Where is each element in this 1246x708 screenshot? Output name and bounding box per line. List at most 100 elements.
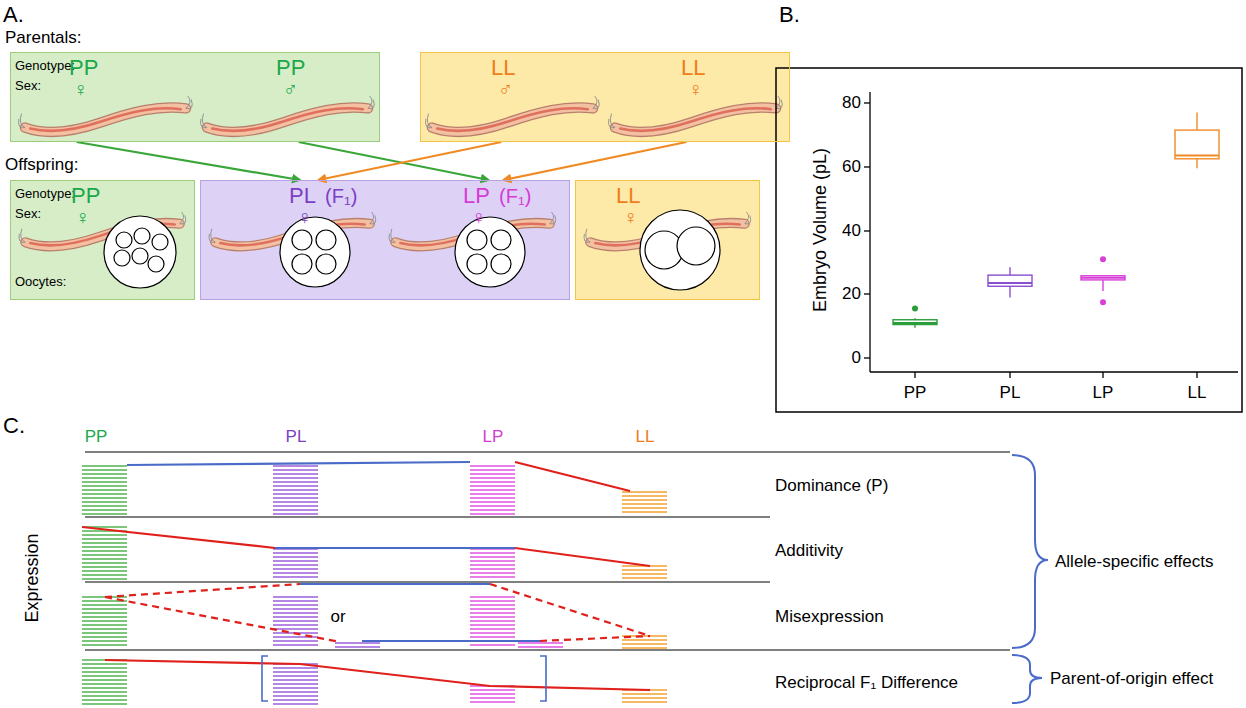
expression-stripe <box>82 513 127 514</box>
expression-stripe <box>622 507 667 508</box>
expression-stripe <box>273 568 318 569</box>
expression-stripe <box>82 683 127 684</box>
expression-stripe <box>470 689 515 690</box>
expression-stripe <box>622 573 667 574</box>
expression-stripe <box>82 570 127 571</box>
expression-stripe <box>273 695 318 696</box>
expression-stripe <box>470 473 515 474</box>
node-text: LP <box>463 183 490 208</box>
expression-stripe <box>273 489 318 490</box>
expression-stripe <box>273 604 318 605</box>
expression-stripe <box>273 513 318 514</box>
cross-arrow <box>318 142 501 180</box>
expression-stripe <box>622 511 667 512</box>
node-text: LL <box>491 55 515 80</box>
node-text: PP <box>69 55 98 80</box>
boxplot-part <box>1100 299 1106 305</box>
expression-stripe <box>273 640 318 641</box>
boxplot-part <box>1196 113 1197 131</box>
axis-title: Embryo Volume (pL) <box>810 148 831 312</box>
expression-stripe <box>470 624 515 625</box>
expression-stripe <box>82 578 127 579</box>
expression-stripe <box>470 612 515 613</box>
expression-stripe <box>82 675 127 676</box>
expression-stripe <box>470 576 515 577</box>
node-text: PP <box>276 55 305 80</box>
expression-stripe <box>273 679 318 680</box>
expression-stripe <box>273 576 318 577</box>
expression-stripe <box>82 469 127 470</box>
expression-stripe <box>273 485 318 486</box>
tick-label: 0 <box>852 348 861 368</box>
expression-stripe <box>273 703 318 704</box>
expression-stripe <box>82 542 127 543</box>
expression-stripe <box>470 556 515 557</box>
expression-stripe <box>82 534 127 535</box>
expression-stripe <box>470 481 515 482</box>
node-text: ♀ <box>297 206 312 229</box>
expression-stripe <box>82 485 127 486</box>
expression-stripe <box>273 691 318 692</box>
expression-stripe <box>82 509 127 510</box>
bracket-label: Allele-specific effects <box>1055 552 1235 572</box>
node-text: ♂ <box>498 78 513 101</box>
expression-stripe <box>470 513 515 514</box>
expression-stripe <box>273 620 318 621</box>
node-text: (F₁) <box>499 185 531 208</box>
expression-stripe <box>273 560 318 561</box>
node-text: ♀ <box>688 78 703 101</box>
expression-stripe <box>622 495 667 496</box>
expression-stripe <box>273 596 318 597</box>
expression-stripe <box>82 703 127 704</box>
expression-stripe <box>82 691 127 692</box>
boxplot-part <box>1081 276 1125 280</box>
cross-arrow <box>299 142 489 180</box>
tick-label: 20 <box>842 284 861 304</box>
panel-letter: A. <box>3 2 24 27</box>
expression-stripe <box>470 564 515 565</box>
expression-stripe <box>82 558 127 559</box>
expression-stripe <box>470 469 515 470</box>
category-label: LP <box>1093 383 1114 403</box>
expression-stripe <box>273 481 318 482</box>
node-text: ♀ <box>75 206 90 229</box>
expression-stripe <box>82 477 127 478</box>
expression-stripe <box>82 473 127 474</box>
expression-stripe <box>273 473 318 474</box>
expression-stripe <box>273 505 318 506</box>
expression-stripe <box>273 699 318 700</box>
expression-stripe <box>82 497 127 498</box>
expression-stripe <box>82 501 127 502</box>
row-label: Additivity <box>775 541 843 561</box>
expression-stripe <box>518 642 563 643</box>
expression-stripe <box>470 572 515 573</box>
expression-stripe <box>82 505 127 506</box>
node-text: Oocytes: <box>15 275 66 290</box>
node-text: LL <box>616 183 640 208</box>
node-text: Sex: <box>15 207 41 222</box>
boxplot-part <box>1175 155 1219 157</box>
expression-stripe <box>82 640 127 641</box>
expression-stripe <box>82 671 127 672</box>
expression-stripe <box>82 667 127 668</box>
expression-stripe <box>82 644 127 645</box>
row-label: Reciprocal F₁ Difference <box>775 673 958 693</box>
expression-stripe <box>273 671 318 672</box>
bracket-label: Parent-of-origin effect <box>1050 669 1238 689</box>
expression-stripe <box>470 560 515 561</box>
offspring-panel: LL♀ <box>575 180 760 300</box>
expression-stripe <box>622 693 667 694</box>
expression-stripe <box>622 569 667 570</box>
expression-stripe <box>470 596 515 597</box>
expression-stripe <box>273 509 318 510</box>
expression-stripe <box>82 574 127 575</box>
expression-stripe <box>82 695 127 696</box>
row-label: Dominance (P) <box>775 476 888 496</box>
node-text: Genotype: <box>15 59 75 74</box>
boxplot-part <box>893 320 937 325</box>
node-text: ♀ <box>471 206 486 229</box>
expression-stripe <box>273 687 318 688</box>
row-label: Misexpression <box>775 607 884 627</box>
section-title: Parentals: <box>5 28 82 48</box>
